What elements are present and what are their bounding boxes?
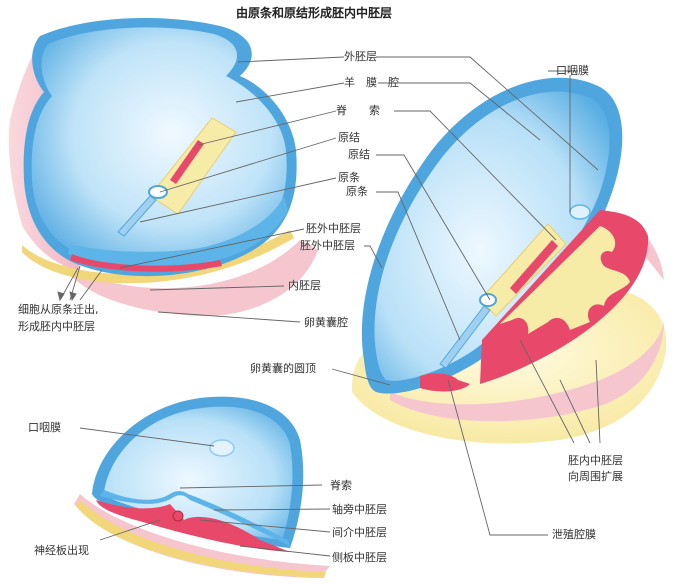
yolk-sac-pink-left [60, 240, 318, 317]
notochord-rod-left [170, 140, 204, 184]
notochord-plate-left [149, 117, 237, 215]
endoderm-patches-right [500, 226, 630, 334]
oropharyngeal-membrane-right [569, 204, 591, 220]
cloacal-region-right [420, 373, 470, 392]
notochord-bottom [172, 510, 184, 522]
amnion-cavity-right [374, 91, 610, 381]
label-lateral-plate-mesoderm: 侧板中胚层 [332, 551, 387, 564]
notochord-plate-right [479, 223, 567, 317]
label-paraxial-mesoderm: 轴旁中胚层 [332, 503, 387, 516]
label-intermediate-mesoderm: 间介中胚层 [332, 526, 387, 539]
label-extraembryonic-mesoderm-2: 胚外中胚层 [300, 239, 355, 252]
embryo-top-left [8, 17, 318, 317]
label-notochord-1: 脊 索 [336, 104, 380, 117]
label-oropharyngeal-membrane-1: 口咽膜 [556, 64, 589, 77]
label-primitive-streak-1: 原条 [338, 171, 360, 184]
primitive-streak-right [439, 305, 491, 369]
yolk-wall-bottom [76, 500, 326, 578]
label-yolk-sac-cavity: 卵黄囊腔 [304, 316, 348, 329]
embryo-right [351, 77, 667, 444]
label-primitive-node-2: 原结 [348, 148, 370, 161]
mesoderm-layer-bottom [96, 500, 290, 552]
embryonic-disc-left [68, 196, 288, 268]
notochord-rod-right [510, 240, 558, 294]
mesoderm-layer-left [70, 254, 222, 272]
label-intraembryonic-mesoderm-1: 胚内中胚层 [568, 454, 623, 467]
label-notochord-2: 脊索 [330, 479, 352, 492]
label-cell-migration-2: 形成胚内中胚层 [18, 320, 95, 333]
leader-lines [57, 56, 601, 557]
label-amniotic-cavity: 羊 膜 腔 [344, 76, 399, 89]
label-oropharyngeal-membrane-2: 口咽膜 [28, 421, 61, 434]
label-neural-plate: 神经板出现 [34, 544, 89, 557]
primitive-node-left [148, 185, 168, 199]
label-ectoderm: 外胚层 [344, 50, 377, 63]
amnion-cavity-left [31, 27, 287, 266]
neural-plate-bottom [100, 490, 290, 546]
primitive-node-right [479, 293, 497, 307]
label-extraembryonic-mesoderm-1: 胚外中胚层 [306, 222, 361, 235]
primitive-streak-left [117, 195, 157, 237]
pink-band-right [390, 320, 664, 422]
figure-title: 由原条和原结形成胚内中胚层 [236, 6, 393, 20]
label-cell-migration-1: 细胞从原条迁出, [18, 303, 99, 316]
label-primitive-streak-2: 原条 [346, 185, 368, 198]
label-yolk-sac-roof: 卵黄囊的圆顶 [250, 362, 316, 375]
oropharyngeal-membrane-bottom [209, 439, 235, 457]
embryo-bottom-left [74, 396, 330, 578]
label-cloacal-membrane: 泄殖腔膜 [552, 528, 596, 541]
label-primitive-node-1: 原结 [338, 131, 360, 144]
label-intraembryonic-mesoderm-2: 向周围扩展 [568, 470, 623, 483]
label-endoderm: 内胚层 [288, 279, 321, 292]
amnion-cavity-bottom [104, 406, 293, 540]
